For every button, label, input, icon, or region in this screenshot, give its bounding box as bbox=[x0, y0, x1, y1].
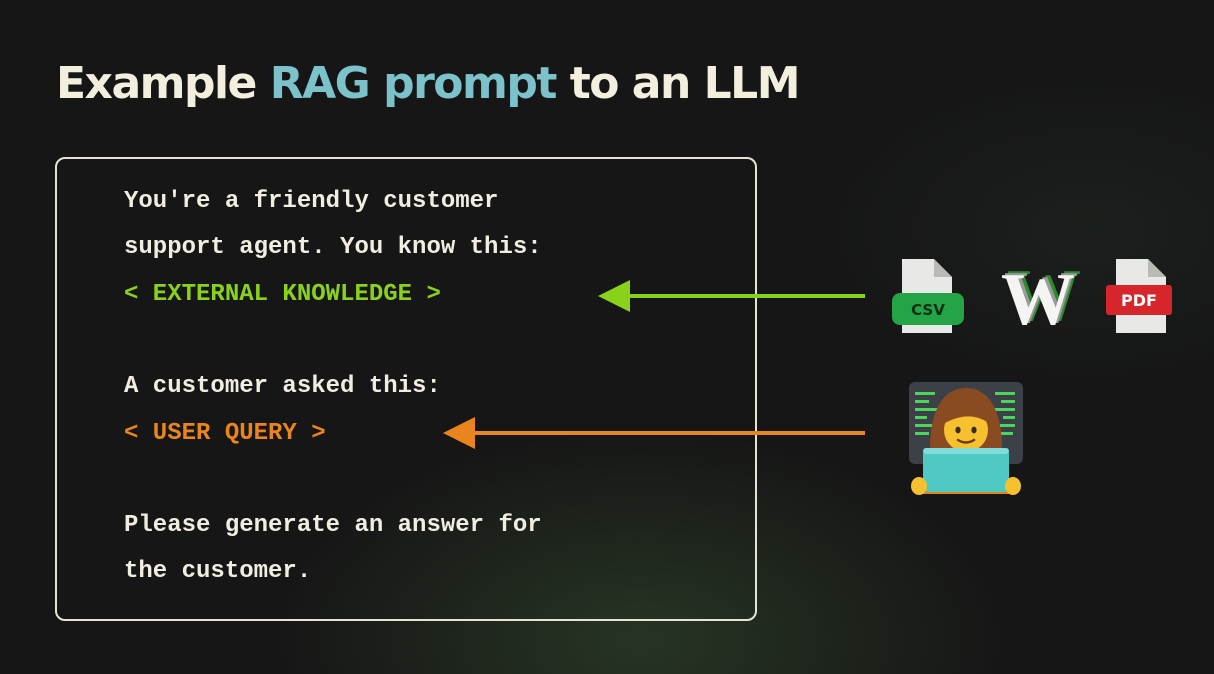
title-part-1: Example bbox=[56, 58, 270, 109]
woman-technologist-icon bbox=[909, 382, 1023, 495]
prompt-line-6: Please generate an answer for bbox=[124, 512, 542, 539]
csv-file-icon: CSV bbox=[892, 259, 964, 333]
user-query-placeholder: < USER QUERY > bbox=[124, 420, 326, 447]
slide-title: Example RAG prompt to an LLM bbox=[56, 58, 801, 109]
wikipedia-letter-shadow-green: W bbox=[1007, 262, 1081, 332]
knowledge-arrow bbox=[598, 280, 865, 312]
pdf-file-icon: PDF bbox=[1106, 259, 1172, 333]
prompt-box bbox=[55, 157, 757, 621]
wikipedia-icon: W W W bbox=[1001, 262, 1081, 332]
title-part-2: to an LLM bbox=[555, 58, 801, 109]
wikipedia-letter: W bbox=[1001, 262, 1075, 332]
prompt-line-4: A customer asked this: bbox=[124, 373, 441, 400]
prompt-line-2: support agent. You know this: bbox=[124, 234, 542, 261]
wikipedia-letter-shadow-grey: W bbox=[1004, 262, 1078, 332]
external-knowledge-placeholder: < EXTERNAL KNOWLEDGE > bbox=[124, 281, 441, 308]
title-highlight: RAG prompt bbox=[269, 58, 558, 109]
prompt-line-1: You're a friendly customer bbox=[124, 188, 499, 215]
csv-label: CSV bbox=[911, 301, 945, 319]
pdf-label: PDF bbox=[1121, 291, 1157, 310]
query-arrow bbox=[443, 417, 865, 449]
prompt-line-7: the customer. bbox=[124, 558, 312, 585]
